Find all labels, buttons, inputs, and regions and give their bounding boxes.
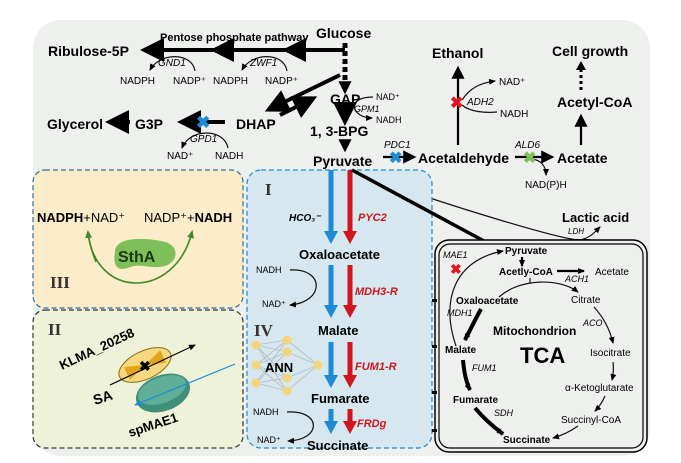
ach1-label: ACH1	[564, 274, 589, 284]
ppp-title: Pentose phosphate pathway	[160, 32, 309, 44]
malate: Malate	[318, 323, 358, 338]
ald6-label: ALD6	[514, 140, 540, 151]
klma-20258-transporter	[118, 347, 172, 383]
acetate: Acetate	[557, 150, 608, 166]
tca-label: TCA	[520, 343, 565, 368]
mito-succinate: Succinate	[503, 435, 551, 446]
glycerol: Glycerol	[47, 116, 103, 132]
stha-label: SthA	[118, 249, 156, 266]
adh2-label: ADH2	[466, 97, 494, 108]
mae1-label: MAE1	[443, 250, 468, 260]
panel-IV-ann: IV ANN	[251, 321, 323, 396]
succinyl-coa: Succinyl-CoA	[561, 415, 621, 426]
ethanol: Ethanol	[432, 45, 483, 61]
mito-pyruvate: Pyruvate	[505, 246, 548, 257]
fum1-label: FUM1	[472, 363, 497, 373]
glycerol-branch: DHAP G3P Glycerol ✖ GPD1 NAD⁺ NADH	[47, 73, 341, 162]
gpm1-label: GPM1	[354, 104, 380, 114]
oxaloacetate: Oxaloacetate	[299, 247, 380, 262]
alpha-ketoglutarate: α-Ketoglutarate	[565, 383, 634, 394]
cell-growth: Cell growth	[552, 43, 628, 59]
cofactor: NADPH	[120, 76, 155, 87]
knockout-x-icon: ✖	[196, 113, 210, 132]
mdh3-r-label: MDH3-R	[355, 286, 398, 298]
ethanol-acetate-branch: PDC1 ✖ Acetaldehyde Ethanol ✖ ADH2 NAD⁺ …	[349, 43, 632, 243]
pyc2-label: PYC2	[358, 212, 387, 224]
ann-label: ANN	[265, 360, 293, 375]
knockout-x-icon: ✖	[389, 150, 402, 167]
mdh1-label: MDH1	[447, 308, 473, 318]
mito-oxaloacetate: Oxaloacetate	[456, 296, 519, 307]
gpd1-label: GPD1	[190, 134, 217, 145]
acetaldehyde: Acetaldehyde	[418, 150, 509, 166]
panel-III-transhydrogenase: NADPH+NAD⁺ NADP⁺+NADH SthA III	[32, 169, 244, 309]
cofactor: NAD⁺	[257, 435, 281, 445]
mito-acetyl-coa: Acetly-CoA	[499, 267, 553, 278]
cofactor: NADH	[256, 265, 282, 275]
sdh-label: SDH	[494, 408, 514, 418]
stha-enzyme-shape	[114, 238, 176, 269]
cofactor: NADH	[500, 109, 528, 120]
cofactor: NAD⁺	[262, 299, 286, 309]
fumarate: Fumarate	[311, 391, 370, 406]
panel-label: I	[265, 180, 272, 199]
ribulose-5p: Ribulose-5P	[48, 43, 129, 59]
cofactor: NAD(P)H	[525, 180, 567, 191]
mitochondrion: Pyruvate Acetly-CoA Acetate ACH1 Citrate…	[432, 239, 648, 453]
ldh-label: LDH	[568, 227, 584, 236]
pyruvate: Pyruvate	[313, 153, 372, 169]
mito-malate: Malate	[445, 345, 477, 356]
fum1-r-label: FUM1-R	[355, 361, 397, 373]
citrate: Citrate	[571, 295, 601, 306]
cofactor: NADH	[376, 115, 402, 125]
knockout-x-icon: ✖	[450, 95, 463, 112]
sa-label: SA	[91, 387, 114, 408]
blocked-x-icon: ✖	[139, 358, 151, 374]
cofactor: NADP⁺	[265, 76, 298, 87]
zwf1-label: ZWF1	[249, 58, 277, 69]
mitochondrion-label: Mitochondrion	[493, 324, 576, 338]
frdg-label: FRDg	[357, 418, 387, 430]
glycolysis: Glucose GAP GPM1 NAD⁺ NADH 1, 3-BPG Pyru…	[310, 25, 402, 169]
pentose-phosphate-pathway: Pentose phosphate pathway Ribulose-5P GN…	[48, 32, 345, 87]
pdc1-label: PDC1	[384, 140, 411, 151]
cofactor: NAD⁺	[167, 151, 193, 162]
cofactor: NADPH	[213, 76, 248, 87]
neural-network-icon	[255, 339, 319, 392]
glucose: Glucose	[316, 25, 371, 41]
dhap: DHAP	[236, 116, 276, 132]
cofactor: NADP⁺	[173, 76, 206, 87]
mito-fumarate: Fumarate	[453, 395, 498, 406]
panel-I-rtca: I HCO₃⁻ PYC2 Oxaloacetate MDH3-R NADH NA…	[246, 169, 433, 453]
hco3-label: HCO₃⁻	[289, 213, 322, 224]
succinate: Succinate	[307, 438, 368, 453]
knockout-x-icon: ✖	[450, 261, 462, 277]
stha-left-cofactors: NADPH+NAD⁺	[37, 210, 125, 225]
knockout-x-icon: ✖	[523, 150, 536, 167]
isocitrate: Isocitrate	[590, 348, 631, 359]
acetyl-coa: Acetyl-CoA	[557, 94, 632, 110]
panel-label: IV	[254, 321, 274, 340]
cofactor: NADH	[215, 151, 243, 162]
bpg: 1, 3-BPG	[310, 123, 368, 139]
mito-acetate: Acetate	[595, 267, 629, 278]
aco-label: ACO	[582, 318, 603, 328]
stha-right-cofactors: NADP⁺+NADH	[144, 210, 232, 225]
panel-label: III	[50, 273, 70, 292]
cofactor: NAD⁺	[376, 92, 400, 102]
panel-II-transport: II KLMA_20258 ✖ SA spMAE1	[32, 309, 244, 449]
lactic-acid: Lactic acid	[562, 210, 629, 225]
gnd1-label: GND1	[158, 58, 186, 69]
g3p: G3P	[135, 116, 163, 132]
panel-label: II	[48, 320, 62, 339]
cofactor: NADH	[253, 407, 279, 417]
cofactor: NAD⁺	[499, 77, 525, 88]
